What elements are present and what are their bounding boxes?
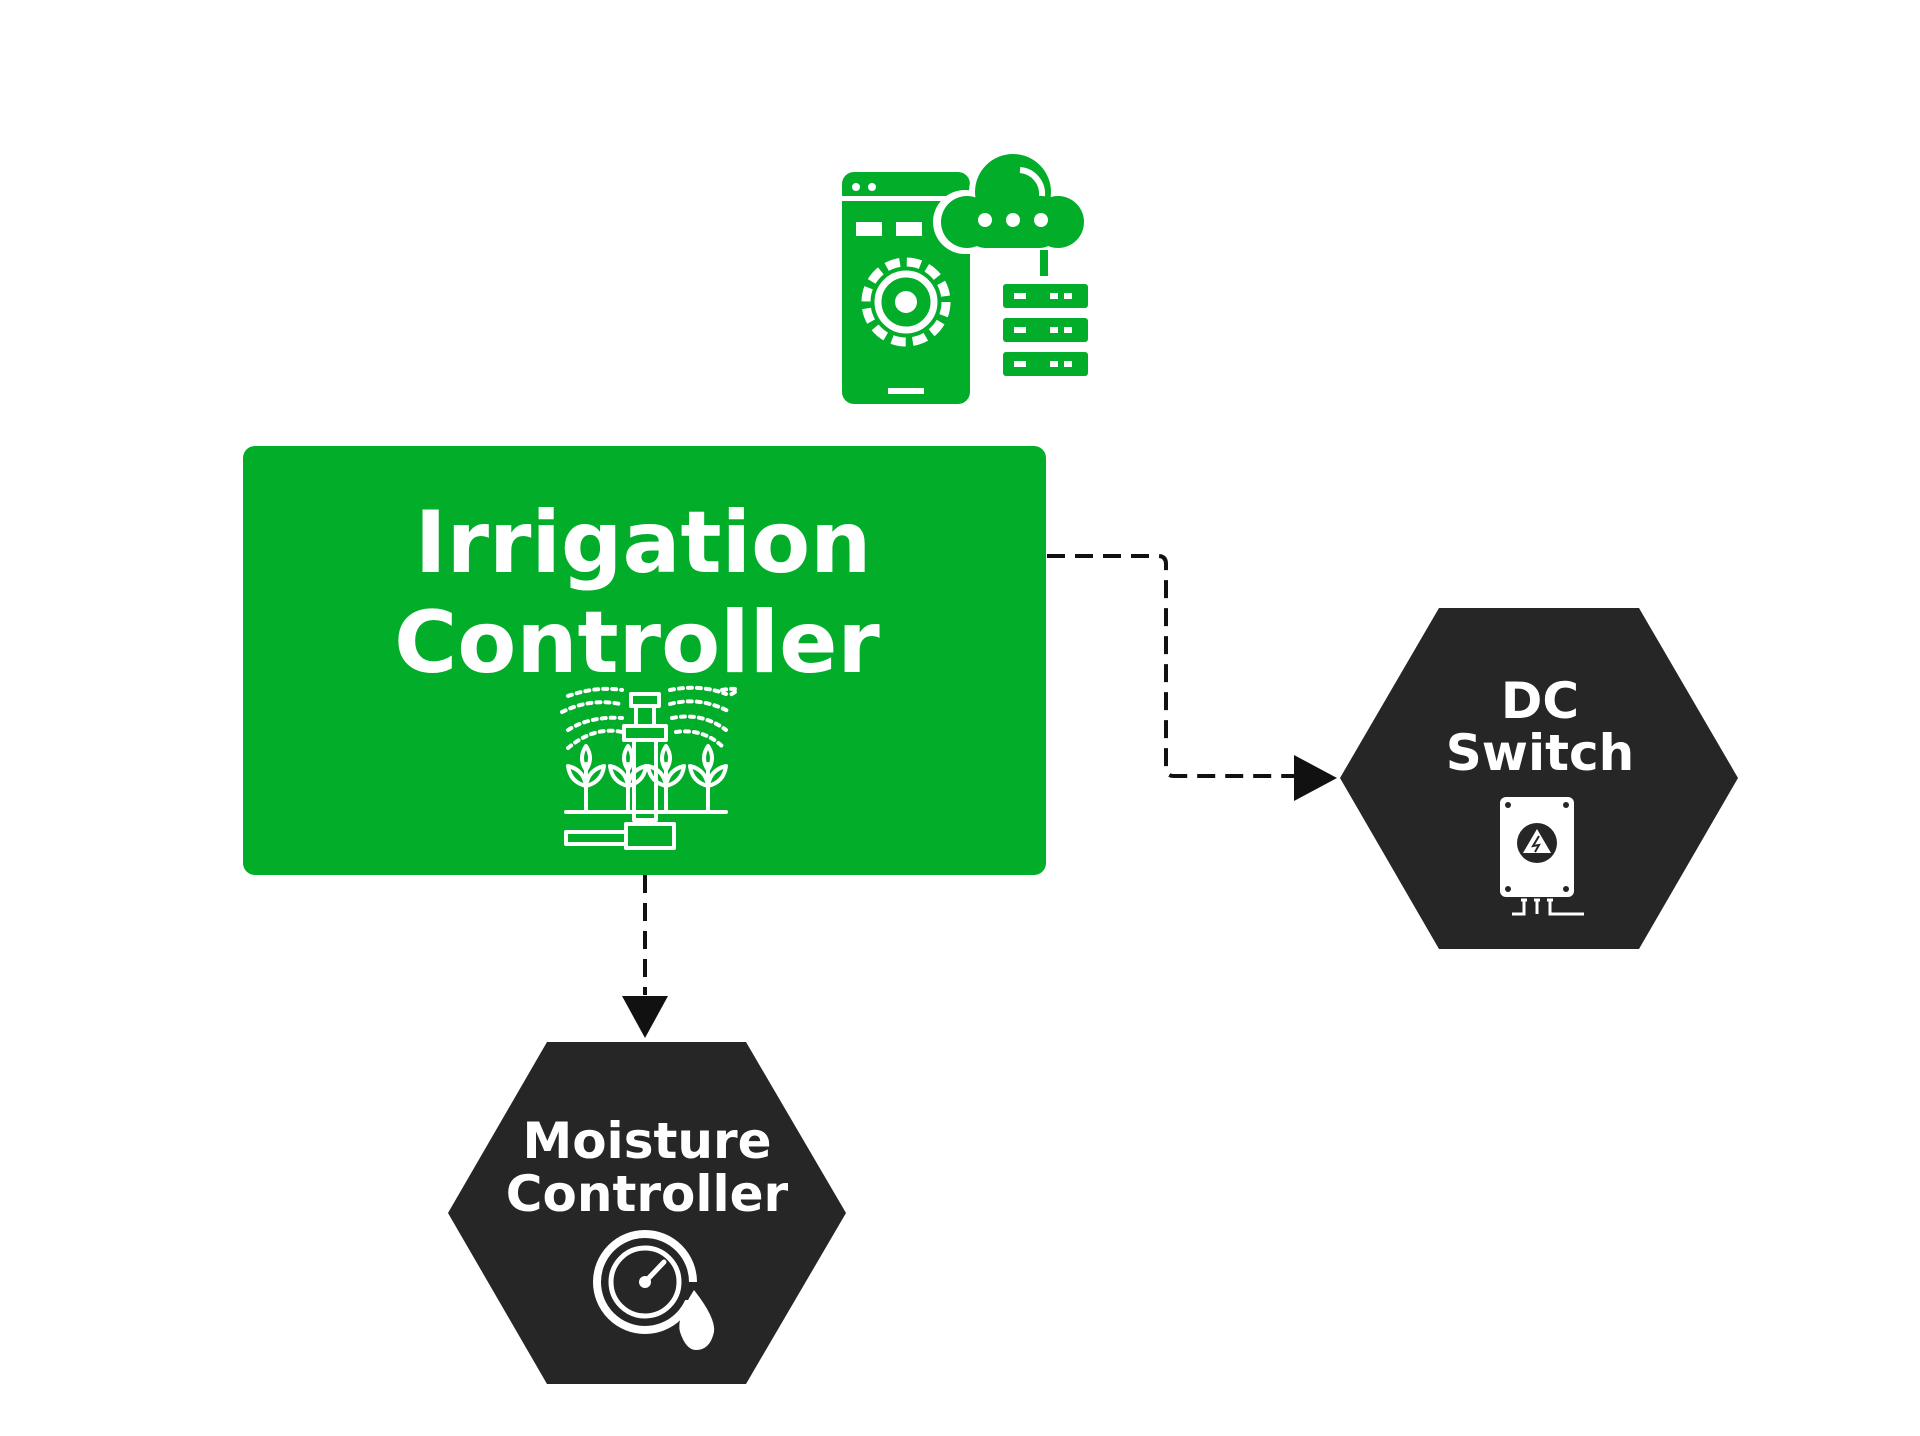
cloud-icon (933, 148, 1089, 254)
gear-icon (861, 257, 951, 347)
arrowhead-down (622, 996, 668, 1038)
irrigation-controller-box (243, 446, 1046, 875)
sprinkler-plants-icon (560, 685, 739, 850)
moisture-controller-label-line1: Moisture (522, 1112, 771, 1170)
dc-switch-label-line2: Switch (1446, 724, 1634, 782)
dc-switch-hexagon (1340, 608, 1738, 949)
smartphone-cloud-server-icon (842, 148, 1089, 404)
arrowhead-right (1294, 755, 1337, 801)
moisture-gauge-drop-icon (593, 1230, 715, 1350)
moisture-controller-node: Moisture Controller (448, 1042, 846, 1384)
dc-switch-label-line1: DC (1501, 672, 1579, 730)
irrigation-controller-label-line1: Irrigation (415, 493, 872, 593)
server-icon (1003, 284, 1088, 376)
moisture-controller-hexagon (448, 1042, 846, 1384)
electrical-box-icon (1500, 797, 1584, 916)
connector-to-dc-switch (1047, 554, 1337, 801)
connector-to-moisture-controller (622, 875, 668, 1038)
moisture-controller-label-line2: Controller (506, 1165, 789, 1223)
dc-switch-node: DC Switch (1340, 608, 1738, 949)
irrigation-controller-label-line2: Controller (394, 593, 880, 693)
irrigation-controller-node: Irrigation Controller (243, 446, 1046, 875)
